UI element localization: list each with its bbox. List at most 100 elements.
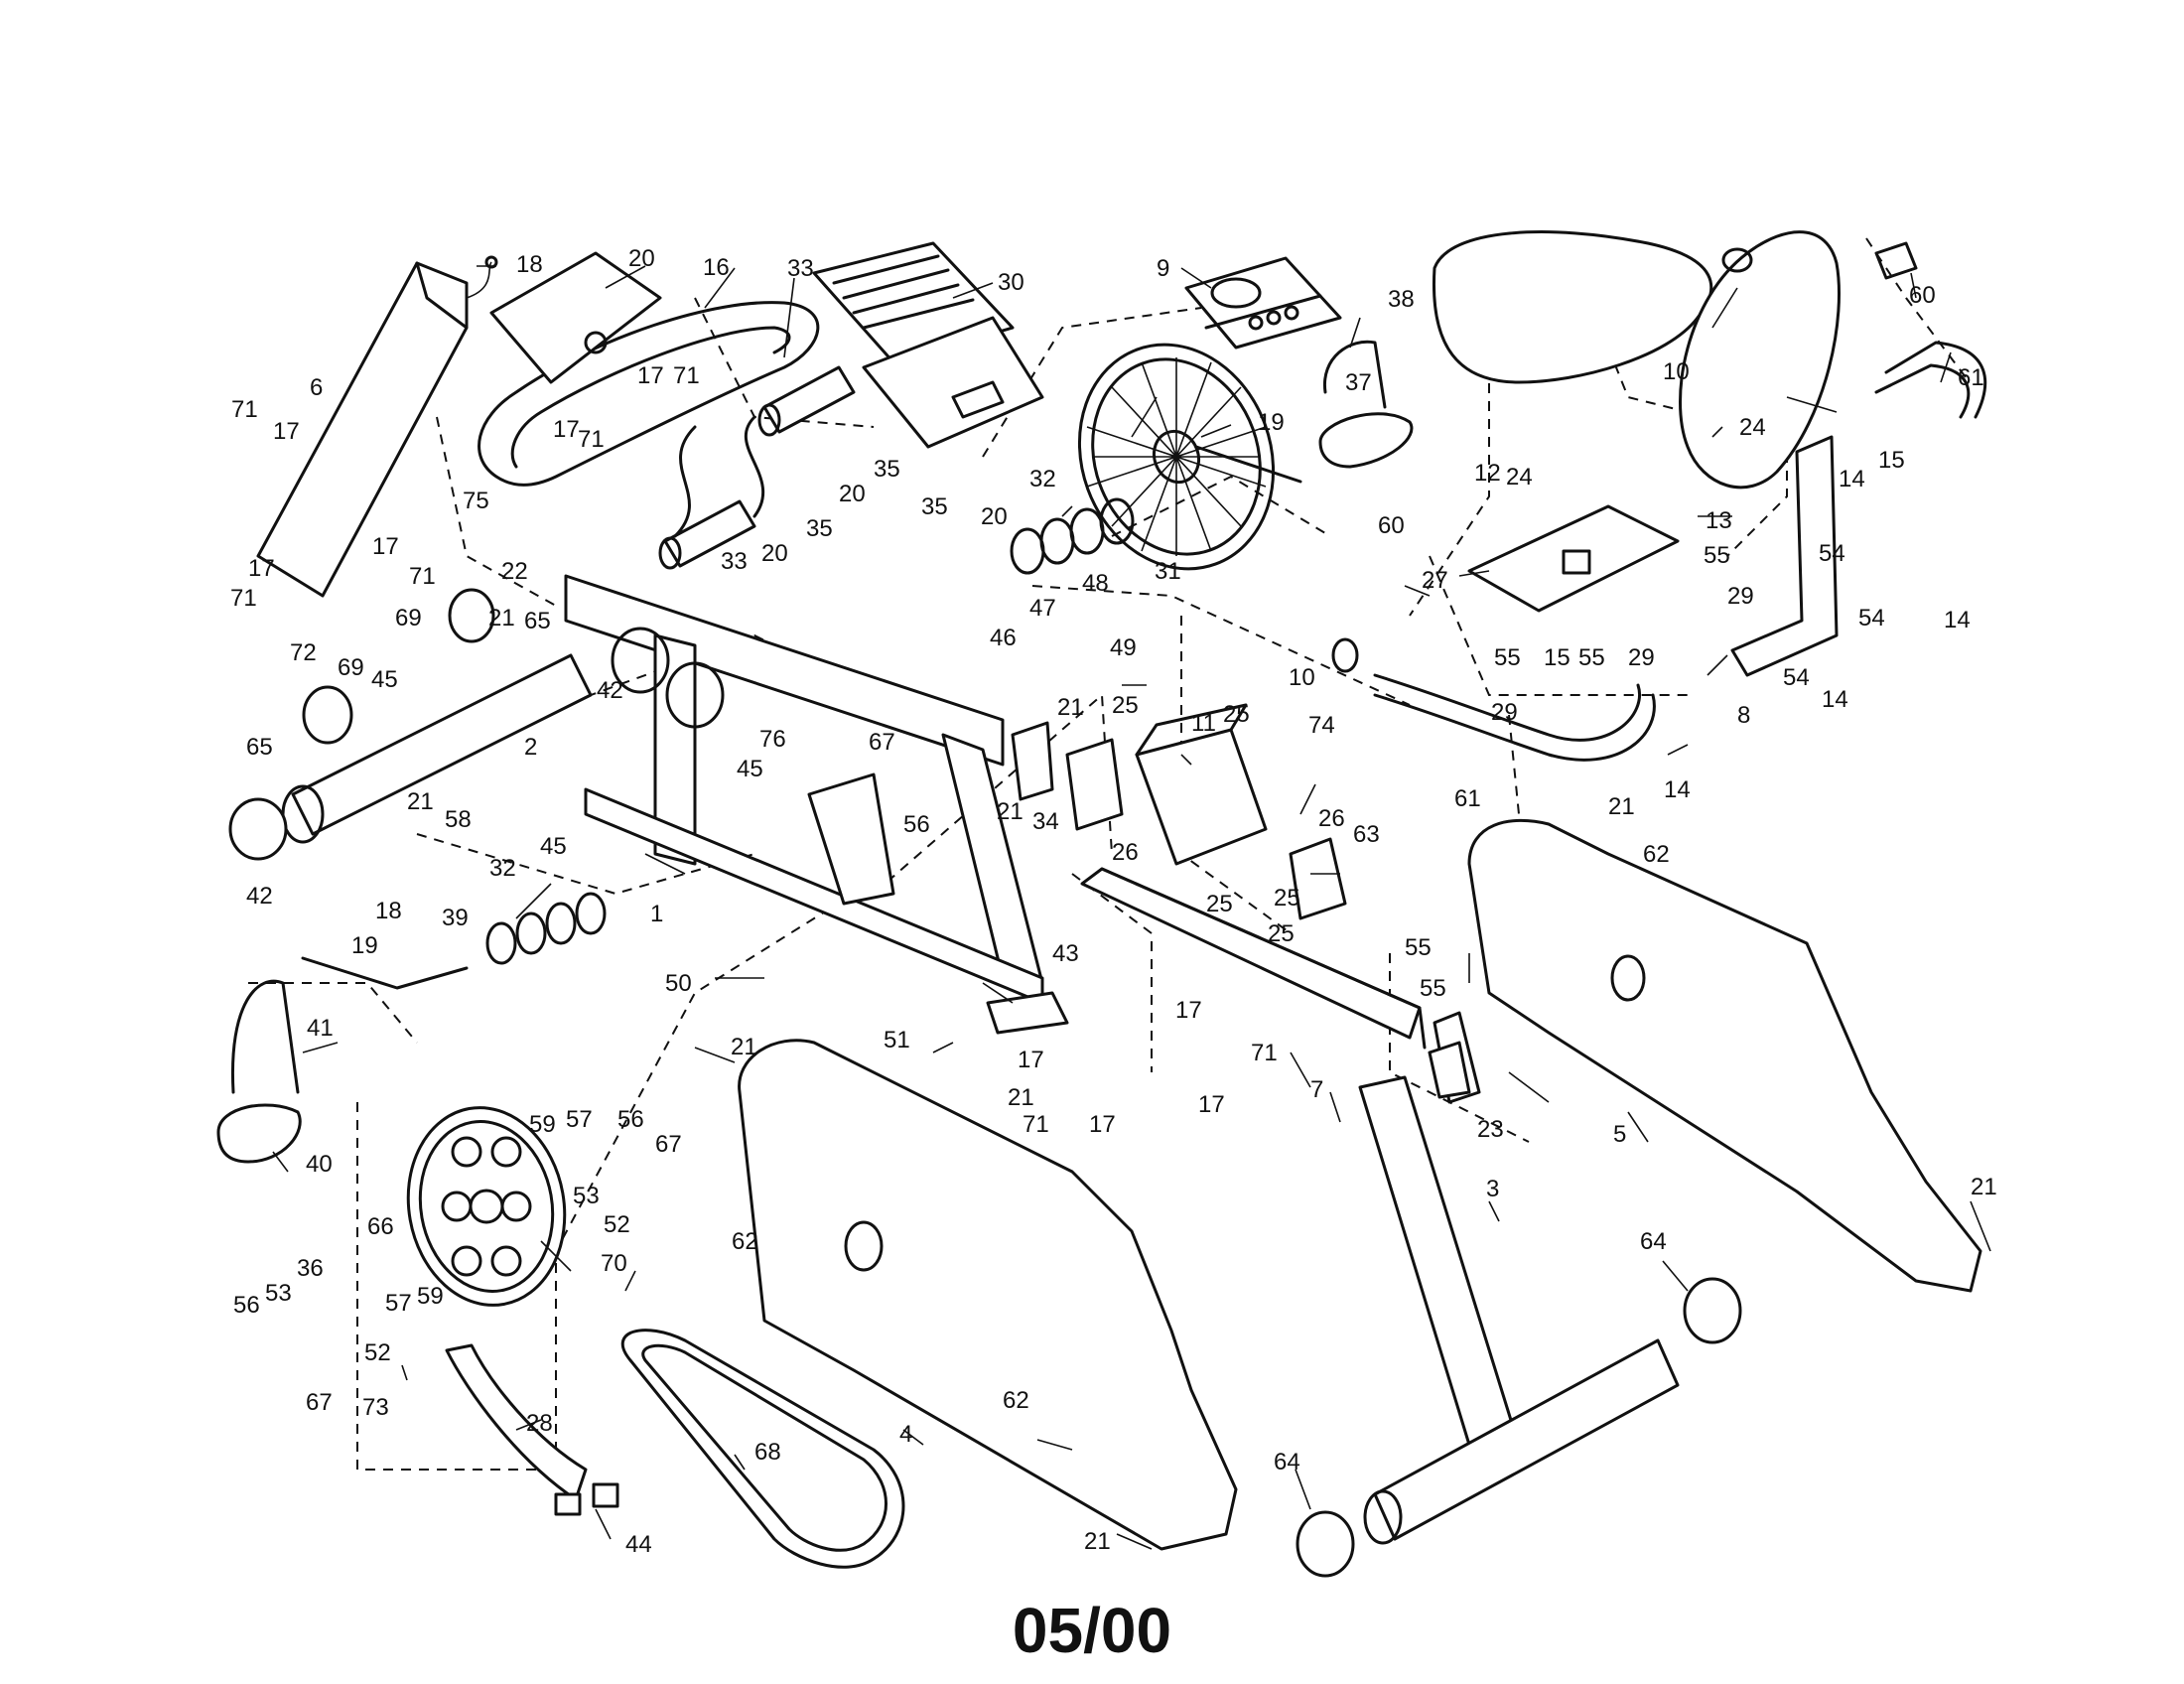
- callout-74: 74: [1308, 712, 1335, 739]
- callout-21g: 21: [1608, 793, 1635, 820]
- callout-67c: 67: [306, 1389, 333, 1416]
- callout-55c: 55: [1578, 644, 1605, 671]
- callout-48: 48: [1082, 570, 1109, 597]
- callout-72: 72: [290, 639, 317, 666]
- callout-35b: 35: [806, 515, 833, 542]
- callout-17h: 17: [1175, 997, 1202, 1024]
- callout-43: 43: [1052, 940, 1079, 967]
- callout-73: 73: [362, 1394, 389, 1421]
- callout-62c: 62: [1003, 1387, 1029, 1414]
- callout-21a: 21: [488, 605, 515, 632]
- callout-29b: 29: [1628, 644, 1655, 671]
- part-console-display: [1184, 256, 1342, 350]
- callout-labels: 1 2 3 4 5 6 7 8 9 10 10 11 12 13 14 14 1…: [230, 245, 1997, 1558]
- part-rear-frame: [1296, 1075, 1742, 1578]
- callout-64a: 64: [1640, 1228, 1667, 1255]
- callout-15: 15: [1878, 447, 1905, 474]
- part-pedal-left: [216, 979, 302, 1164]
- part-left-shroud: [738, 1039, 1238, 1551]
- callout-36: 36: [297, 1255, 324, 1282]
- callout-62a: 62: [1643, 841, 1670, 868]
- callout-29a: 29: [1727, 583, 1754, 610]
- callout-27: 27: [1422, 567, 1448, 594]
- callout-62b: 62: [732, 1228, 758, 1255]
- callout-42b: 42: [246, 883, 273, 910]
- callout-30: 30: [998, 269, 1024, 296]
- callout-45a: 45: [371, 666, 398, 693]
- callout-61b: 61: [1454, 785, 1481, 812]
- callout-26b: 26: [1318, 805, 1345, 832]
- callout-17g: 17: [1089, 1111, 1116, 1138]
- callout-68: 68: [754, 1439, 781, 1466]
- callout-59a: 59: [529, 1111, 556, 1138]
- callout-7: 7: [1310, 1076, 1323, 1103]
- part-bearing-set-upper: [1010, 497, 1135, 575]
- callout-20b: 20: [839, 481, 866, 507]
- callout-58: 58: [445, 806, 472, 833]
- callout-45c: 45: [540, 833, 567, 860]
- callout-17c: 17: [372, 533, 399, 560]
- callout-71b: 71: [230, 585, 257, 612]
- part-brake-arc: [445, 1343, 619, 1516]
- part-pedal-right: [1318, 340, 1414, 469]
- callout-54b: 54: [1858, 605, 1885, 632]
- callout-12: 12: [1474, 460, 1501, 487]
- callout-4: 4: [899, 1421, 912, 1448]
- callout-15b: 15: [1544, 644, 1570, 671]
- callout-24a: 24: [1739, 414, 1766, 441]
- callout-37: 37: [1345, 369, 1372, 396]
- callout-23: 23: [1477, 1116, 1504, 1143]
- callout-64b: 64: [1274, 1449, 1300, 1475]
- part-drive-pulley: [406, 1106, 567, 1307]
- callout-67a: 67: [869, 729, 895, 756]
- callout-29c: 29: [1491, 699, 1518, 726]
- callout-18b: 18: [375, 898, 402, 924]
- callout-44: 44: [625, 1531, 652, 1558]
- callout-20d: 20: [761, 540, 788, 567]
- part-seat-carriage: [1011, 703, 1347, 920]
- callout-35a: 35: [874, 456, 900, 483]
- callout-1: 1: [650, 901, 663, 927]
- callout-60a: 60: [1909, 282, 1936, 309]
- callout-18: 18: [516, 251, 543, 278]
- callout-13: 13: [1706, 507, 1732, 534]
- callout-14b: 14: [1944, 607, 1971, 633]
- callout-25c: 25: [1206, 891, 1233, 917]
- callout-22: 22: [501, 558, 528, 585]
- part-front-stabilizer: [228, 588, 593, 861]
- callout-55e: 55: [1420, 975, 1446, 1002]
- callout-17f: 17: [1018, 1047, 1044, 1073]
- callout-8: 8: [1737, 702, 1750, 729]
- callout-51: 51: [884, 1027, 910, 1053]
- callout-10: 10: [1663, 358, 1690, 385]
- callout-53a: 53: [573, 1183, 600, 1209]
- part-flywheel: [1077, 343, 1302, 571]
- callout-55b: 55: [1494, 644, 1521, 671]
- callout-66: 66: [367, 1213, 394, 1240]
- callout-20a: 20: [628, 245, 655, 272]
- part-mounting-plate: [489, 251, 662, 384]
- callout-17d: 17: [637, 362, 664, 389]
- part-backrest: [1679, 230, 1918, 490]
- callout-25e: 25: [1268, 920, 1295, 947]
- callout-19: 19: [1258, 409, 1285, 436]
- callout-21c: 21: [997, 798, 1024, 825]
- callout-65b: 65: [246, 734, 273, 761]
- callout-2: 2: [524, 734, 537, 761]
- callout-46: 46: [990, 625, 1017, 651]
- part-seat-bracket: [1467, 504, 1680, 613]
- callout-leaders: [272, 265, 1991, 1550]
- callout-41: 41: [307, 1015, 334, 1042]
- callout-21b: 21: [1057, 694, 1084, 721]
- part-main-frame: [564, 574, 1044, 1005]
- callout-33b: 33: [721, 548, 748, 575]
- callout-71c: 71: [409, 563, 436, 590]
- callout-26a: 26: [1112, 839, 1139, 866]
- callout-55a: 55: [1704, 542, 1730, 569]
- callout-14: 14: [1839, 466, 1865, 492]
- callout-17i: 17: [1198, 1091, 1225, 1118]
- callout-19b: 19: [351, 932, 378, 959]
- callout-67b: 67: [655, 1131, 682, 1158]
- callout-10b: 10: [1289, 664, 1315, 691]
- callout-25d: 25: [1274, 885, 1300, 912]
